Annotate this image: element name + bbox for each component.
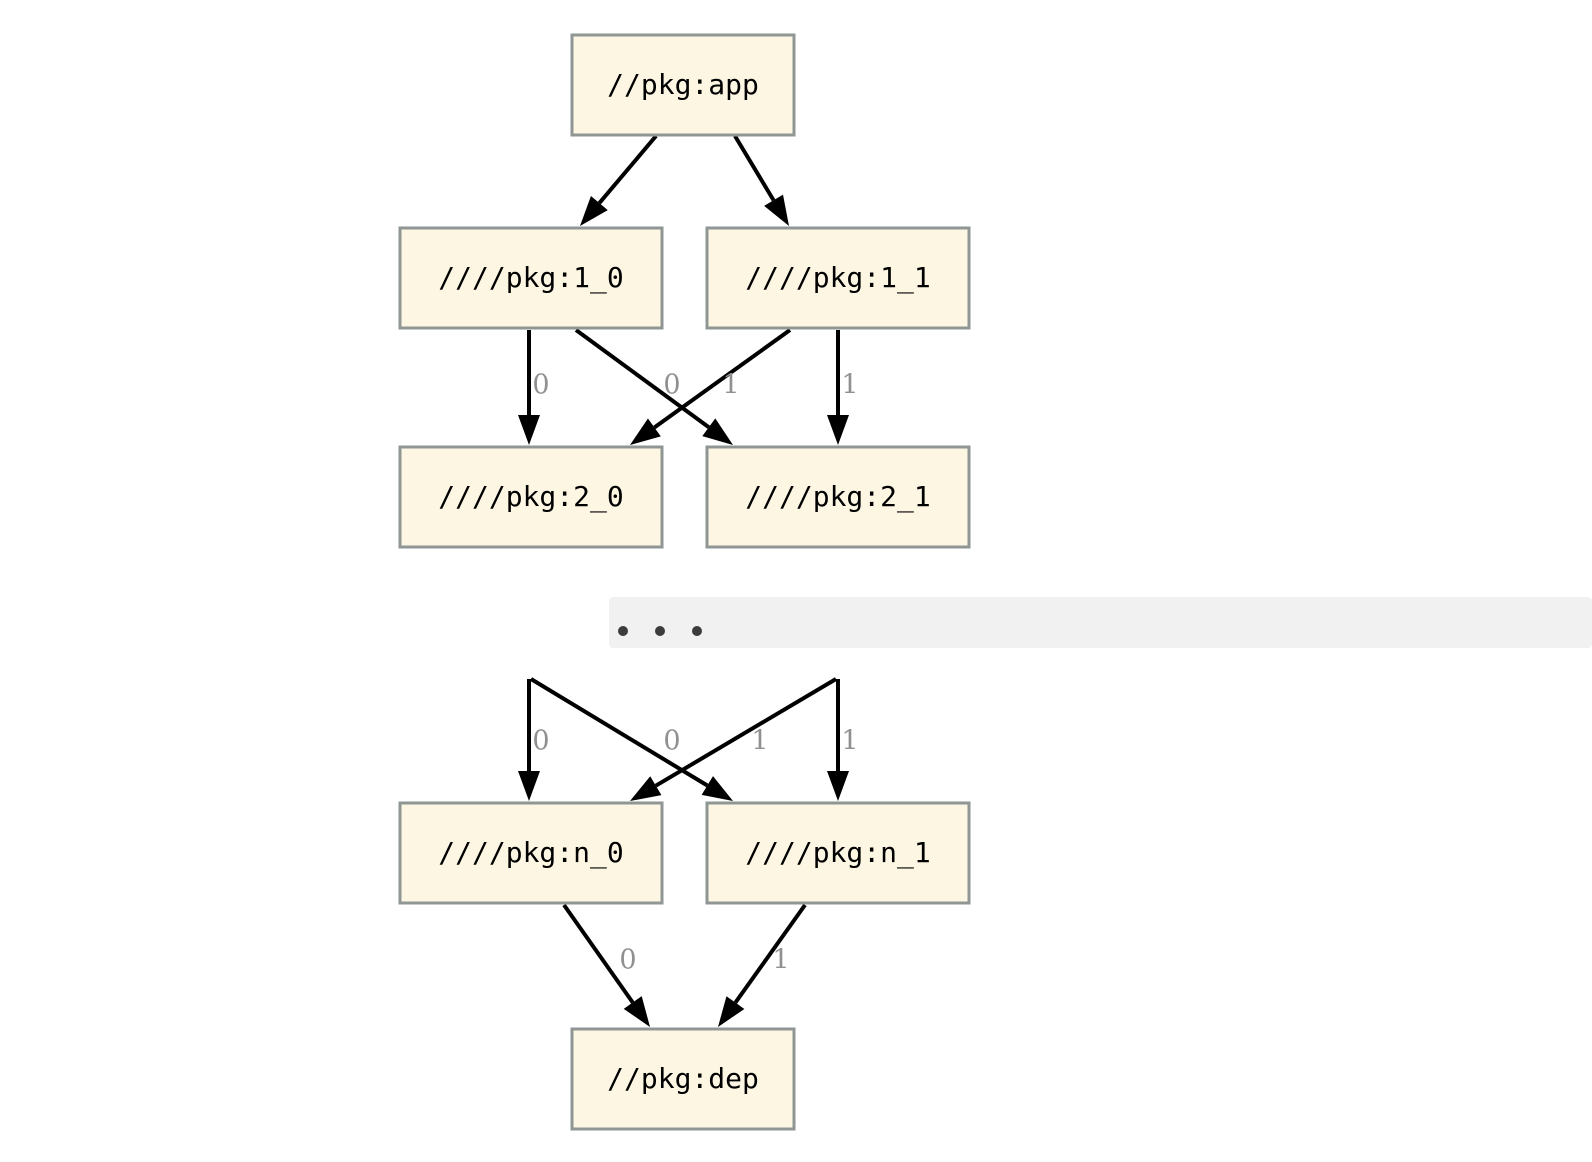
edge-arrowhead <box>518 771 540 801</box>
node-label: //pkg:dep <box>607 1062 759 1095</box>
edge-line <box>733 134 776 202</box>
edge-line <box>654 677 838 788</box>
edge-arrowhead <box>702 418 733 445</box>
node-label: ////pkg:n_1 <box>745 836 930 870</box>
edge-arrowhead <box>518 415 540 445</box>
edge-arrowhead <box>623 996 650 1027</box>
node-box[interactable] <box>398 445 664 549</box>
edge-arrowhead <box>718 996 745 1027</box>
graph-node-l2_1[interactable]: ////pkg:2_1 <box>705 445 971 549</box>
graph-edge: 1 <box>827 679 859 801</box>
node-label: ////pkg:2_1 <box>745 480 930 514</box>
graph-edge: 0 <box>518 679 550 801</box>
edge-label: 0 <box>532 370 549 401</box>
graph-edge <box>733 134 789 226</box>
node-box[interactable] <box>570 1027 796 1131</box>
edge-arrowhead <box>827 771 849 801</box>
edge-label: 1 <box>841 370 858 401</box>
edge-label: 0 <box>663 370 680 401</box>
graph-edge: 0 <box>574 328 733 445</box>
node-box[interactable] <box>570 33 796 137</box>
graph-node-l1_0[interactable]: ////pkg:1_0 <box>398 226 664 330</box>
edge-arrowhead <box>764 194 789 226</box>
edge-line <box>529 677 709 788</box>
edge-line <box>733 903 807 1004</box>
edge-line <box>653 328 792 430</box>
edge-arrowhead <box>827 415 849 445</box>
ellipsis-dot <box>692 626 702 636</box>
edge-label: 0 <box>619 945 636 976</box>
graph-edge <box>580 134 658 226</box>
edge-arrowhead <box>701 776 733 801</box>
ellipsis-dot <box>618 626 628 636</box>
edge-arrowhead <box>630 776 662 801</box>
node-box[interactable] <box>398 226 664 330</box>
ellipsis-band <box>609 597 1592 648</box>
edge-label: 0 <box>532 726 549 757</box>
edge-line <box>597 134 658 205</box>
graph-node-l2_0[interactable]: ////pkg:2_0 <box>398 445 664 549</box>
graph-edge: 0 <box>529 677 733 801</box>
edge-line <box>562 903 635 1004</box>
nodes-group: //pkg:app ////pkg:1_0 ////pkg:1_1 ////pkg:2… <box>398 33 971 1131</box>
graph-node-dep[interactable]: //pkg:dep <box>570 1027 796 1131</box>
node-label: ////pkg:1_0 <box>438 261 623 295</box>
edge-label: 1 <box>841 726 858 757</box>
graph-node-ln_0[interactable]: ////pkg:n_0 <box>398 801 664 905</box>
node-box[interactable] <box>705 226 971 330</box>
graph-edge: 0 <box>562 903 650 1027</box>
graph-node-l1_1[interactable]: ////pkg:1_1 <box>705 226 971 330</box>
graph-edge: 1 <box>630 328 792 445</box>
graph-node-app[interactable]: //pkg:app <box>570 33 796 137</box>
graph-node-ln_1[interactable]: ////pkg:n_1 <box>705 801 971 905</box>
graph-edge: 1 <box>630 677 838 801</box>
node-label: ////pkg:n_0 <box>438 836 623 870</box>
edge-arrowhead <box>630 418 661 445</box>
graph-edge: 1 <box>827 330 859 445</box>
edges-group: 0 0 1 1 0 0 1 1 0 1 <box>518 134 859 1027</box>
ellipsis-group <box>609 597 1592 648</box>
edge-label: 0 <box>663 726 680 757</box>
edge-label: 1 <box>772 945 789 976</box>
graph-edge: 1 <box>718 903 807 1027</box>
node-label: ////pkg:1_1 <box>745 261 930 295</box>
node-label: //pkg:app <box>607 68 759 101</box>
node-label: ////pkg:2_0 <box>438 480 623 514</box>
ellipsis-dot <box>655 626 665 636</box>
graph-edge: 0 <box>518 330 550 445</box>
node-box[interactable] <box>398 801 664 905</box>
edge-line <box>574 328 710 429</box>
edge-label: 1 <box>751 726 768 757</box>
edge-arrowhead <box>580 195 608 226</box>
node-box[interactable] <box>705 445 971 549</box>
edge-label: 1 <box>722 370 739 401</box>
node-box[interactable] <box>705 801 971 905</box>
